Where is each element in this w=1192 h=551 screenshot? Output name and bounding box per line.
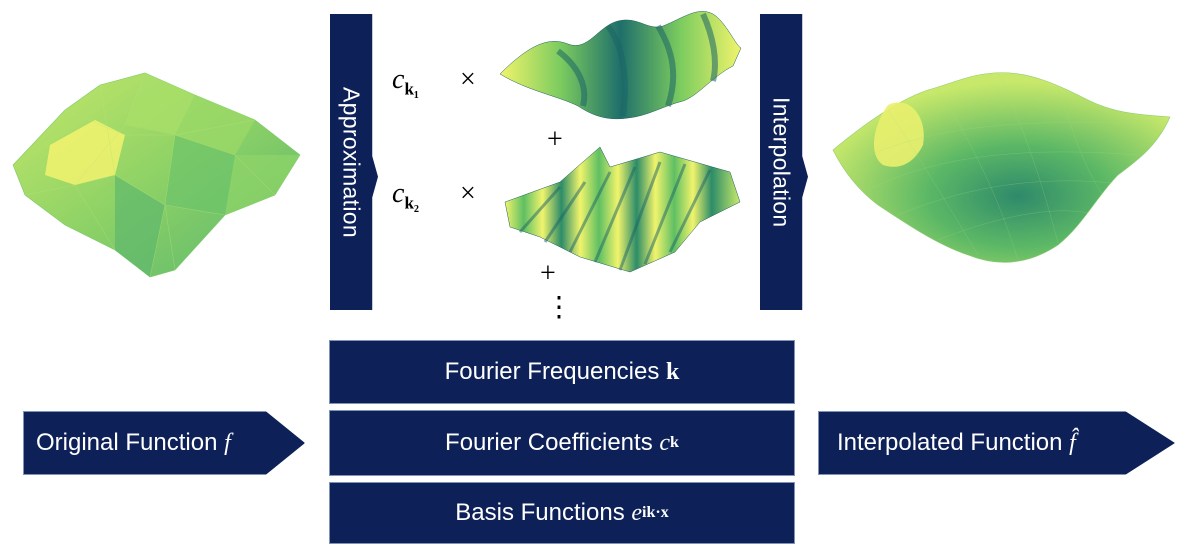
basis-wave-surface-1 (499, 11, 742, 120)
interpolation-label: Interpolation (768, 96, 795, 228)
fourier-frequencies-box: Fourier Frequencies k (329, 340, 795, 404)
original-function-arrow: Original Function f (23, 411, 305, 475)
original-function-label: Original Function (36, 429, 218, 456)
interpolated-function-arrow: Interpolated Function f̂ (818, 411, 1175, 475)
coefficient-subscript: k (670, 434, 679, 451)
interpolated-function-label: Interpolated Function (837, 429, 1063, 456)
original-function-symbol: f (224, 429, 231, 456)
interpolation-arrow: Interpolation (760, 14, 808, 310)
coefficient-term-2: ck₂ (392, 178, 419, 213)
basis-functions-label: Basis Functions (455, 499, 625, 526)
fourier-frequencies-label: Fourier Frequencies (444, 358, 660, 385)
basis-exponent: ik·x (642, 504, 669, 521)
plus-symbol-2: + (540, 258, 556, 289)
interpolated-function-surface (832, 72, 1171, 263)
coefficient-term-1: ck₁ (392, 64, 419, 99)
times-symbol-1: × (460, 64, 476, 95)
plus-symbol-1: + (547, 124, 563, 155)
approximation-arrow: Approximation (330, 14, 378, 310)
times-symbol-2: × (460, 178, 476, 209)
fourier-coefficients-label: Fourier Coefficients (445, 429, 653, 456)
basis-base: e (631, 499, 643, 526)
interpolated-function-symbol: f̂ (1069, 429, 1076, 456)
basis-wave-surface-2 (504, 146, 741, 273)
coefficient-symbol: c (659, 429, 671, 456)
approximation-label: Approximation (338, 86, 365, 238)
original-function-surface (12, 72, 301, 278)
ellipsis-symbol: ⋮ (545, 292, 573, 323)
frequency-symbol: k (666, 358, 680, 385)
